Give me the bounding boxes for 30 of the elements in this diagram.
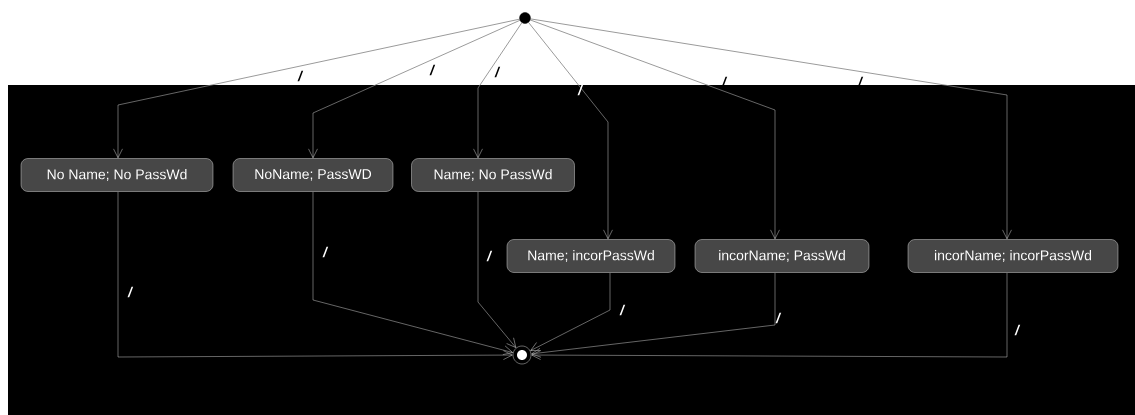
arrow <box>530 18 1012 240</box>
edge-label: / <box>486 250 493 262</box>
edge-label: / <box>619 304 626 316</box>
arrow <box>528 22 613 240</box>
state-box: No Name; No PassWd <box>20 158 214 192</box>
final-node <box>512 345 532 365</box>
arrow <box>530 272 611 351</box>
edge-label: / <box>429 64 436 76</box>
state-box: NoName; PassWD <box>232 158 394 192</box>
arrow <box>312 191 513 355</box>
edge-label: / <box>494 66 501 78</box>
edge-label: / <box>775 312 782 324</box>
arrow <box>477 191 517 348</box>
arrow <box>117 191 513 360</box>
arrow <box>113 19 520 159</box>
arrow <box>530 19 780 240</box>
edge-label: / <box>1014 324 1021 336</box>
state-box: incorName; incorPassWd <box>907 239 1119 273</box>
arrow <box>473 22 523 159</box>
edge-label: / <box>577 84 584 96</box>
edge-label: / <box>322 246 329 258</box>
initial-node <box>519 12 531 24</box>
edge-label: / <box>297 70 304 82</box>
arrow <box>308 20 520 159</box>
state-box: Name; incorPassWd <box>506 239 676 273</box>
state-box: incorName; PassWd <box>694 239 870 273</box>
arrow <box>531 272 1008 360</box>
arrow <box>531 272 776 358</box>
state-box: Name; No PassWd <box>411 158 575 192</box>
edge-label: / <box>127 286 134 298</box>
